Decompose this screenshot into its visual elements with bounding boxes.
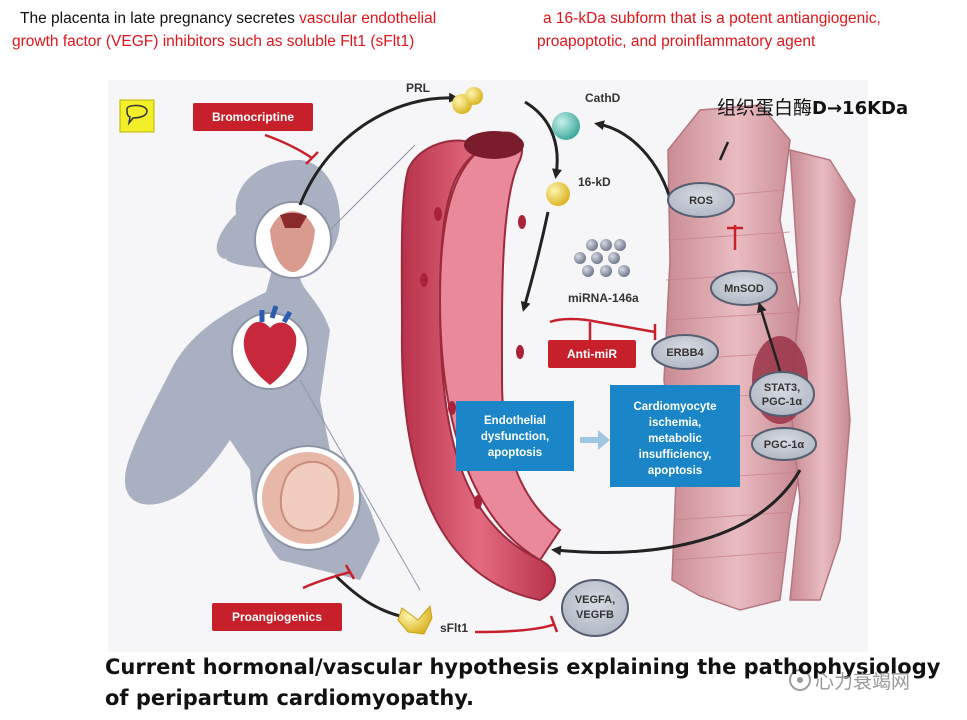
arrow-ros-up <box>718 141 730 161</box>
caption-line2: of peripartum cardiomyopathy. <box>105 686 475 710</box>
arrow-prl <box>298 92 459 206</box>
caption-line1: Current hormonal/vascular hypothesis exp… <box>105 655 941 679</box>
header-left-red-text: vascular endothelial <box>299 10 437 27</box>
header-right-line2: proapoptotic, and proinflammatory agent <box>537 33 816 50</box>
inhibition-anti-mir <box>597 320 656 334</box>
cardio-line1: Cardiomyocyte <box>633 401 716 413</box>
sflt1-molecule-icon <box>397 604 433 635</box>
vegfb-label: VEGFB <box>576 609 614 621</box>
vegf-oval: VEGFA, VEGFB <box>561 579 629 637</box>
erbb4-oval: ERBB4 <box>651 334 719 370</box>
header-left-line1: The placenta in late pregnancy secretes … <box>20 8 436 30</box>
cathepsin-annotation: 组织蛋白酶D→16KDa <box>717 93 908 120</box>
mirna-cluster-icon <box>574 239 630 277</box>
stat3-label-line1: STAT3, <box>764 382 800 394</box>
pituitary-icon <box>270 211 315 272</box>
anti-mir-box: Anti-miR <box>548 340 636 368</box>
header-left-black-text: The placenta in late pregnancy secretes <box>20 10 300 27</box>
arrow-to-vessel <box>551 469 802 556</box>
cardio-line4: insufficiency, <box>639 449 712 461</box>
16kd-label: 16-kD <box>578 175 611 189</box>
proangiogenics-label: Proangiogenics <box>232 610 322 624</box>
sflt1-label: sFlt1 <box>440 621 468 635</box>
cathd-label: CathD <box>585 91 621 105</box>
mnsod-oval: MnSOD <box>710 270 778 306</box>
stat3-oval: STAT3, PGC-1α <box>749 371 815 417</box>
endothelial-cell-nuclei <box>420 207 526 509</box>
pgc1a-label: PGC-1α <box>764 439 805 451</box>
anti-mir-label: Anti-miR <box>567 347 617 361</box>
endo-line2: dysfunction, <box>481 431 549 443</box>
watermark-logo-icon <box>789 669 811 691</box>
cardio-line2: ischemia, <box>649 417 701 429</box>
vessel-lumen <box>464 131 524 159</box>
arrow-16kd-to-vessel <box>520 211 550 312</box>
blue-arrow-icon <box>580 430 610 450</box>
erbb4-label: ERBB4 <box>666 347 704 359</box>
cathd-molecule-icon <box>552 112 580 140</box>
bromocriptine-box: Bromocriptine <box>193 103 313 131</box>
proangiogenics-box: Proangiogenics <box>212 603 342 631</box>
comment-icon[interactable] <box>119 99 155 133</box>
vegfa-label: VEGFA, <box>575 594 615 606</box>
heart-icon <box>243 321 297 385</box>
header-left-line2: growth factor (VEGF) inhibitors such as … <box>12 33 415 50</box>
connector-line <box>299 379 421 591</box>
heart-vessels-icon <box>259 305 293 324</box>
fetus-icon <box>279 460 340 532</box>
endo-line3: apoptosis <box>488 447 542 459</box>
inhibition-proangiogenics <box>302 570 351 590</box>
mnsod-label: MnSOD <box>724 283 764 295</box>
bromocriptine-label: Bromocriptine <box>212 110 294 124</box>
cardio-line5: apoptosis <box>648 465 702 477</box>
pituitary-stalk-icon <box>280 212 307 228</box>
watermark-text: 心力衰竭网 <box>815 671 911 693</box>
ros-oval: ROS <box>667 182 735 218</box>
pgc1a-oval: PGC-1α <box>751 427 817 461</box>
cardio-line3: metabolic <box>648 433 702 445</box>
endo-line1: Endothelial <box>484 415 546 427</box>
prl-molecule-icon <box>465 87 483 105</box>
stat3-label-line2: PGC-1α <box>762 396 803 408</box>
header-right-line1: a 16-kDa subform that is a potent antian… <box>543 10 881 27</box>
cardiomyocyte-ischemia-box: Cardiomyocyte ischemia, metabolic insuff… <box>610 385 740 487</box>
arrow-to-16kd <box>524 100 562 179</box>
arrow-stat3-mnsod <box>756 302 782 372</box>
endothelial-dysfunction-box: Endothelial dysfunction, apoptosis <box>456 401 574 471</box>
hair-shape <box>216 214 246 259</box>
ros-label: ROS <box>689 195 713 207</box>
16kd-molecule-icon <box>546 182 570 206</box>
mirna-label: miRNA-146a <box>568 291 639 305</box>
cathepsin-cn-text: 组织蛋白酶 <box>717 97 813 119</box>
connector-line <box>329 144 416 231</box>
inhibition-vegf <box>474 622 556 634</box>
cathepsin-formula-text: D→16KDa <box>812 98 909 119</box>
arrow-to-cathd <box>594 120 674 206</box>
inhibition-bromocriptine <box>264 133 313 160</box>
prl-label: PRL <box>406 81 430 95</box>
